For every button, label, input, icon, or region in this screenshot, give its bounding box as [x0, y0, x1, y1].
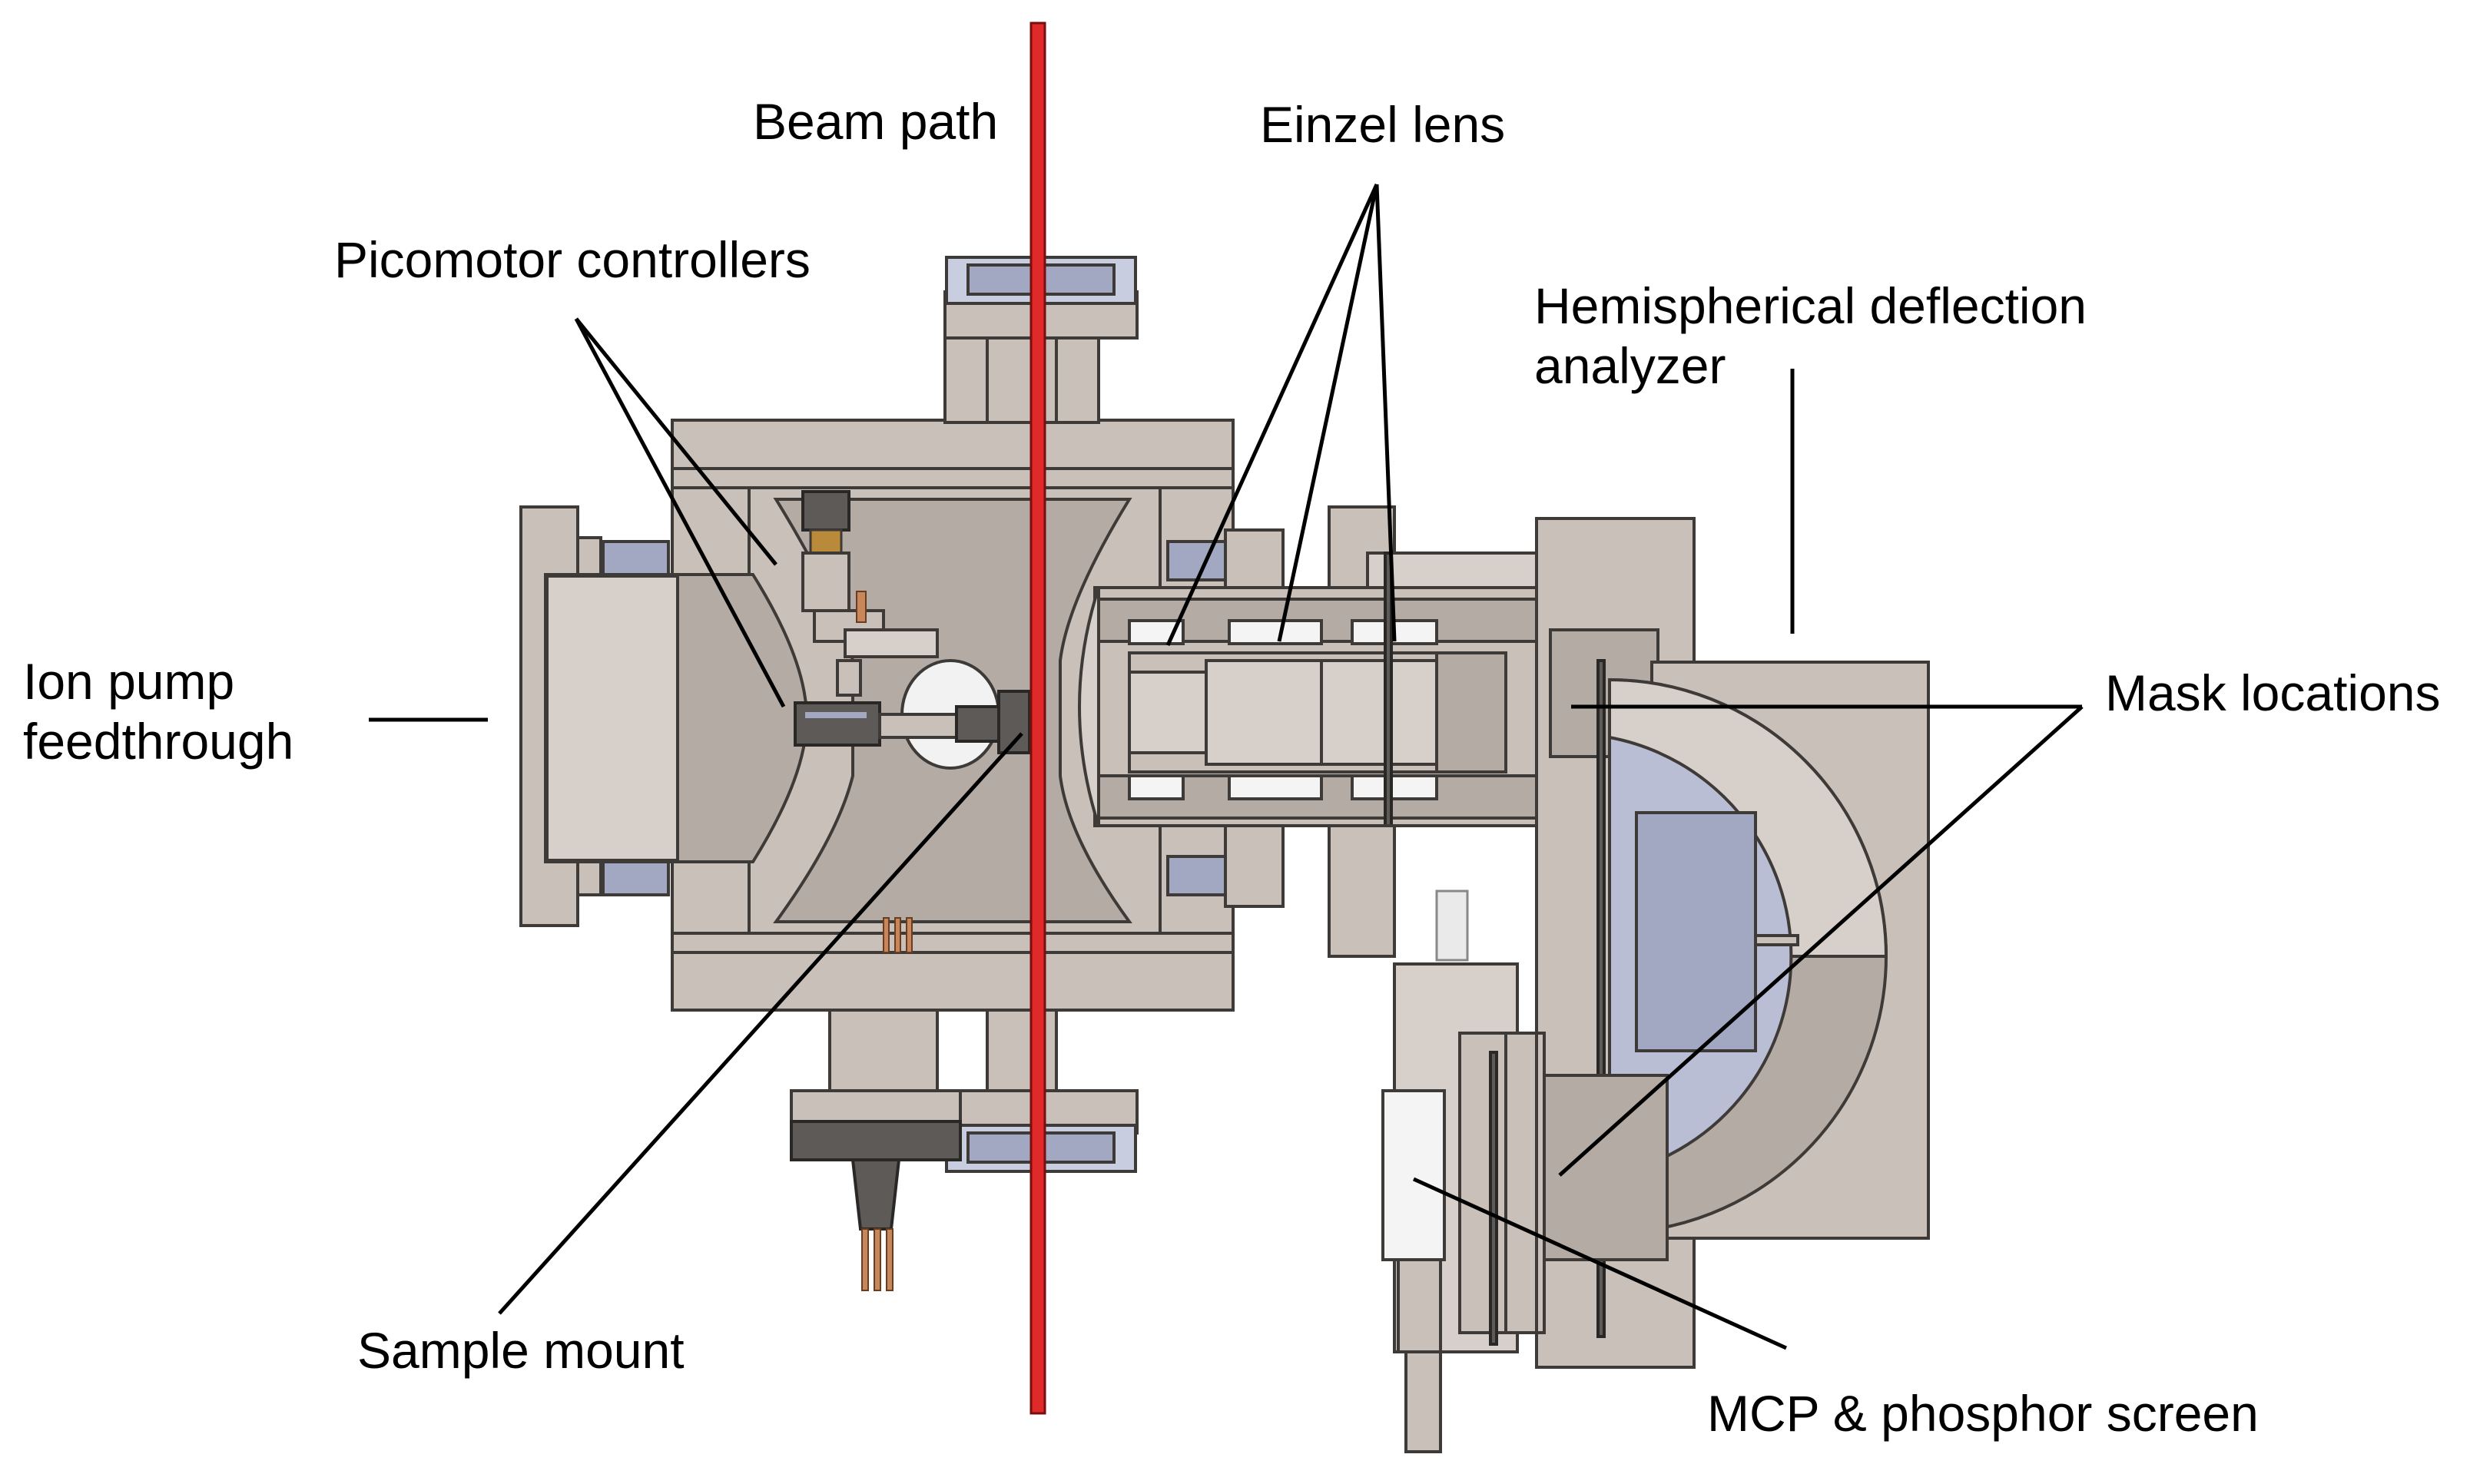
label-einzel-lens: Einzel lens: [1260, 96, 1506, 153]
hemispherical-analyzer: [1535, 517, 1930, 1369]
label-hda-line1: Hemispherical deflection: [1534, 277, 2087, 334]
ion-pump-port: [519, 505, 809, 927]
mcp-phosphor-assembly: [1328, 824, 1669, 1453]
label-mask-locations: Mask locations: [2105, 664, 2441, 721]
label-hda-line2: analyzer: [1534, 337, 1726, 394]
beam-path-line: [1029, 22, 1046, 1415]
leader-lines: [369, 183, 2084, 1350]
sample-mount: [794, 659, 1031, 770]
picomotor-controllers: [801, 490, 939, 697]
label-ion-pump-line1: Ion pump: [23, 653, 235, 710]
label-beam-path: Beam path: [753, 93, 999, 150]
label-ion-pump-line2: feedthrough: [23, 713, 294, 770]
label-sample-mount: Sample mount: [357, 1322, 685, 1379]
label-mcp-screen: MCP & phosphor screen: [1707, 1385, 2259, 1442]
label-picomotor-controllers: Picomotor controllers: [334, 231, 811, 288]
